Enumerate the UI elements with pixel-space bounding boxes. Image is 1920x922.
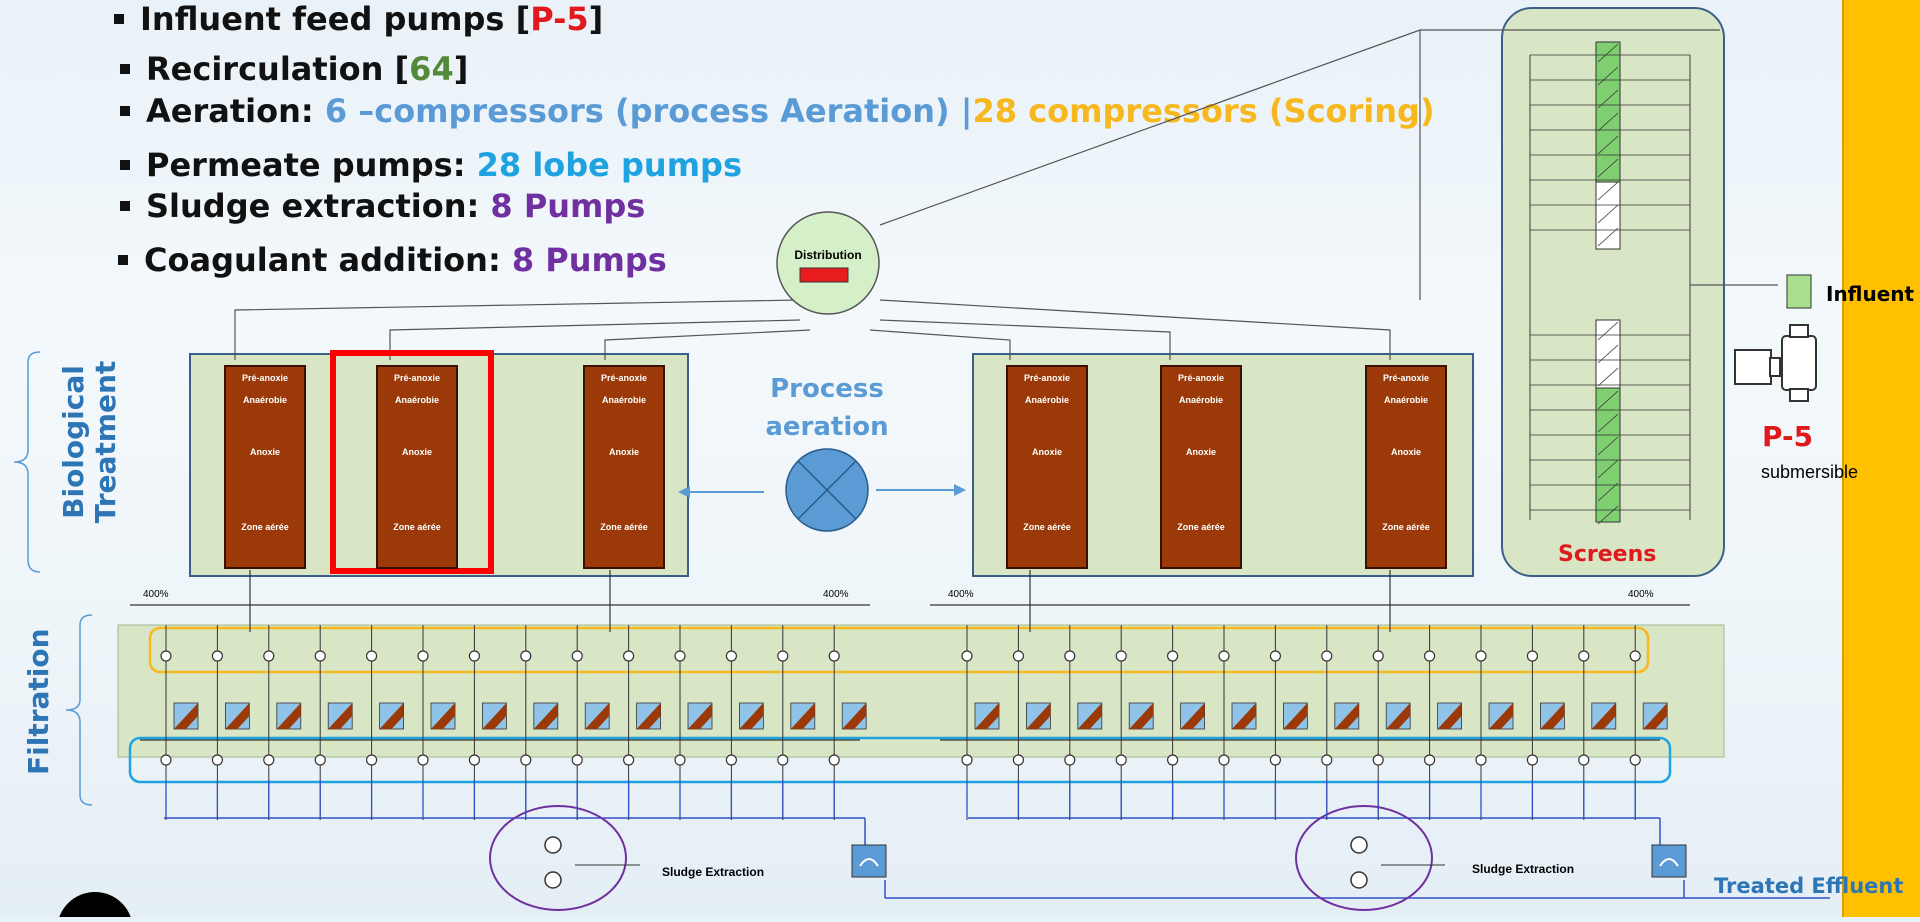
- bullet-coagulant: Coagulant addition: 8 Pumps: [118, 241, 667, 279]
- influent-label: Influent: [1826, 282, 1915, 306]
- bullet-recirculation: Recirculation [64]: [119, 50, 469, 88]
- sludge-extraction-label-1: Sludge Extraction: [662, 865, 765, 879]
- sludge-extraction-label-2: Sludge Extraction: [1472, 862, 1575, 876]
- bio-tank-1: Pré-anoxie Anaérobie Anoxie Zone aérée: [224, 365, 306, 569]
- bio-tank-6: Pré-anoxie Anaérobie Anoxie Zone aérée: [1365, 365, 1447, 569]
- pct-label: 400%: [1628, 589, 1654, 600]
- bio-tank-3: Pré-anoxie Anaérobie Anoxie Zone aérée: [583, 365, 665, 569]
- pct-label: 400%: [823, 589, 849, 600]
- bio-tank-2: Pré-anoxie Anaérobie Anoxie Zone aérée: [376, 365, 458, 569]
- pct-label: 400%: [948, 589, 974, 600]
- bullet-influent-pumps: Influent feed pumps [P-5]: [113, 0, 604, 38]
- bullet-permeate-pumps: Permeate pumps: 28 lobe pumps: [120, 146, 742, 184]
- distribution-label: Distribution: [794, 248, 862, 262]
- pump-type-label: submersible: [1761, 462, 1859, 482]
- treated-effluent-label: Treated Effluent: [1714, 874, 1904, 898]
- bullet-aeration: Aeration: 6 –compressors (process Aerati…: [120, 92, 1435, 130]
- bio-tank-5: Pré-anoxie Anaérobie Anoxie Zone aérée: [1160, 365, 1242, 569]
- bio-tank-4: Pré-anoxie Anaérobie Anoxie Zone aérée: [1006, 365, 1088, 569]
- right-sidebar-bar: [1842, 0, 1920, 917]
- pump-p5-label: P-5: [1762, 420, 1814, 453]
- pct-label: 400%: [143, 589, 169, 600]
- bullet-sludge-extraction: Sludge extraction: 8 Pumps: [119, 187, 646, 225]
- process-aeration-label: Process aeration: [765, 374, 889, 442]
- screens-label: Screens: [1558, 542, 1657, 567]
